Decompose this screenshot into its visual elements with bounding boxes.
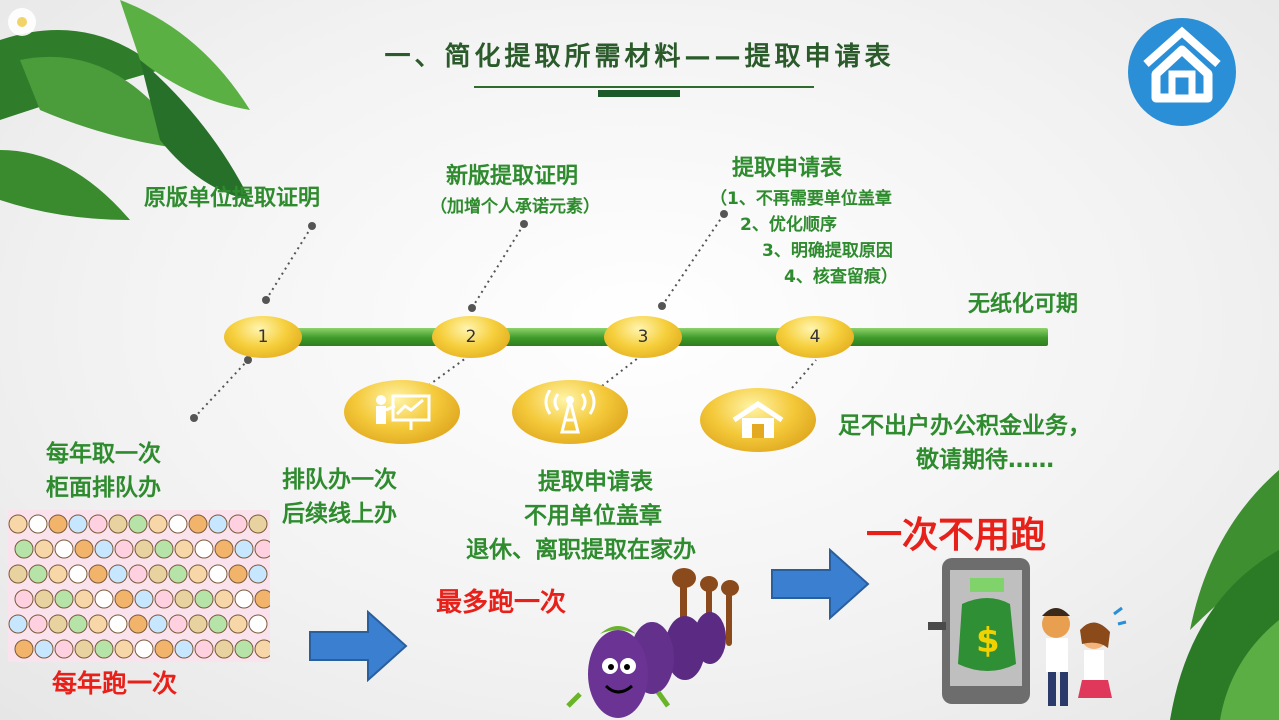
stage1-label: 原版单位提取证明 — [144, 186, 321, 211]
title-underline — [474, 86, 814, 88]
page-title: 一、简化提取所需材料——提取申请表 — [384, 42, 895, 72]
stage2-title: 新版提取证明 — [446, 164, 579, 189]
badge-signal — [512, 380, 628, 444]
housing-fund-logo-icon — [1128, 18, 1236, 126]
b3-caption: 最多跑一次 — [436, 588, 567, 618]
b2-line2: 后续线上办 — [282, 501, 397, 527]
stage3-item-3: 3、明确提取原因 — [762, 241, 893, 261]
cartoon-crowd-image — [8, 510, 270, 662]
arrow-right-icon-1 — [309, 610, 408, 682]
badge-house — [700, 388, 816, 452]
badge-presentation — [344, 380, 460, 444]
b3-line2: 不用单位盖章 — [524, 503, 662, 529]
b1-line1: 每年取一次 — [46, 441, 161, 467]
svg-text:$: $ — [976, 621, 1000, 661]
eggplant-characters-illustration — [566, 568, 739, 718]
stage3-title: 提取申请表 — [732, 156, 843, 181]
signal-tower-icon — [544, 390, 596, 434]
b2-line1: 排队办一次 — [282, 467, 397, 493]
phone-money-people-illustration: $ — [928, 558, 1127, 706]
timeline-node-4: 4 — [776, 316, 854, 358]
b4-caption: 一次不用跑 — [866, 515, 1047, 556]
b4-line2: 敬请期待…… — [916, 447, 1054, 473]
timeline-node-2: 2 — [432, 316, 510, 358]
stage3-item-2: 2、优化顺序 — [740, 215, 837, 235]
b1-caption: 每年跑一次 — [52, 669, 178, 698]
stage2-note: （加增个人承诺元素） — [430, 197, 600, 217]
b3-line3: 退休、离职提取在家办 — [466, 537, 696, 563]
arrow-right-icon-2 — [771, 548, 870, 620]
b1-line2: 柜面排队办 — [46, 475, 161, 501]
presentation-board-icon — [376, 394, 431, 430]
stage4-label: 无纸化可期 — [968, 292, 1079, 317]
b3-line1: 提取申请表 — [538, 469, 653, 495]
timeline-node-3: 3 — [604, 316, 682, 358]
stage3-item-1: （1、不再需要单位盖章 — [710, 189, 892, 209]
house-icon — [732, 400, 784, 438]
title-underline-bar — [598, 90, 680, 97]
timeline-node-1: 1 — [224, 316, 302, 358]
stage3-item-4: 4、核查留痕） — [784, 267, 898, 287]
b4-line1: 足不出户办公积金业务， — [838, 413, 1091, 439]
